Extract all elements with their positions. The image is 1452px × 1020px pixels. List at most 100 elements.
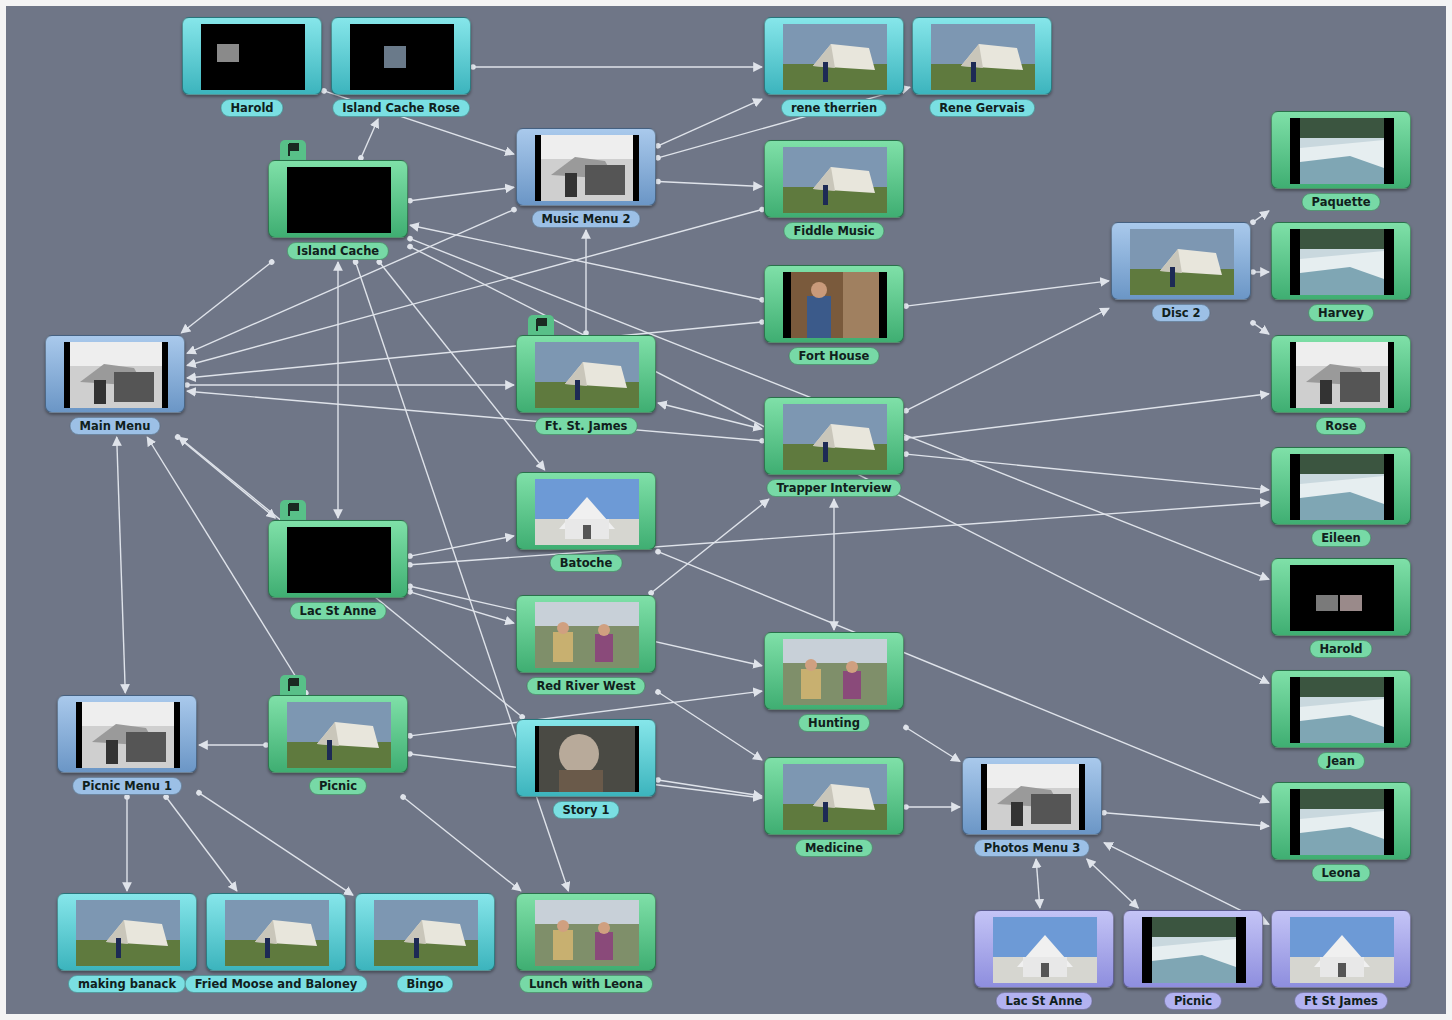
graph-tile: rene therrien xyxy=(764,17,904,117)
flag-tab xyxy=(280,140,306,160)
tile-frame xyxy=(912,17,1052,95)
thumbnail xyxy=(1290,342,1394,408)
tile-frame xyxy=(1271,335,1411,413)
link-arrow xyxy=(658,99,762,146)
tile-frame xyxy=(764,632,904,710)
graph-tile: making banack xyxy=(57,893,197,993)
tile-frame xyxy=(1111,222,1251,300)
link-arrow xyxy=(410,247,1269,684)
thumbnail xyxy=(535,135,639,201)
link-arrow xyxy=(410,536,514,556)
tile-label: Fried Moose and Baloney xyxy=(185,975,368,993)
graph-tile: Harold xyxy=(1271,558,1411,658)
thumbnail xyxy=(1290,565,1394,631)
thumbnail xyxy=(535,342,639,408)
link-arrow xyxy=(179,437,522,717)
link-arrow xyxy=(658,403,762,429)
tile-frame xyxy=(331,17,471,95)
graph-canvas: HaroldIsland Cache Roserene therrienRene… xyxy=(6,6,1446,1014)
link-arrow xyxy=(906,806,960,807)
thumbnail xyxy=(535,726,639,792)
link-arrow xyxy=(833,499,834,630)
link-arrow xyxy=(906,454,1269,490)
tile-label: Fiddle Music xyxy=(783,222,884,240)
tile-label: Harvey xyxy=(1308,304,1374,322)
thumbnail xyxy=(993,917,1097,983)
link-arrow xyxy=(410,592,514,623)
tile-label: Hunting xyxy=(798,714,870,732)
tile-frame xyxy=(764,17,904,95)
link-arrow xyxy=(473,66,762,67)
flag-tab xyxy=(280,675,306,695)
tile-label: Music Menu 2 xyxy=(532,210,641,228)
thumbnail xyxy=(1290,229,1394,295)
tile-label: Photos Menu 3 xyxy=(974,839,1090,857)
thumbnail xyxy=(76,900,180,966)
link-arrow xyxy=(187,391,762,441)
graph-tile: Batoche xyxy=(516,472,656,572)
link-arrow xyxy=(178,437,276,518)
thumbnail xyxy=(76,702,180,768)
link-arrow xyxy=(324,91,514,154)
thumbnail xyxy=(783,24,887,90)
graph-tile: Leona xyxy=(1271,782,1411,882)
tile-frame xyxy=(516,472,656,550)
graph-tile: Red River West xyxy=(516,595,656,695)
link-arrow xyxy=(906,281,1109,306)
tile-label: Bingo xyxy=(396,975,453,993)
tile-label: Red River West xyxy=(526,677,645,695)
link-arrow xyxy=(117,437,126,693)
graph-tile: Ft. St. James xyxy=(516,335,656,435)
graph-tile: Fiddle Music xyxy=(764,140,904,240)
tile-label: Picnic xyxy=(309,777,367,795)
thumbnail xyxy=(535,602,639,668)
link-arrow xyxy=(410,239,1269,580)
link-arrow xyxy=(1253,323,1269,334)
graph-tile: Eileen xyxy=(1271,447,1411,547)
graph-tile: Story 1 xyxy=(516,719,656,819)
tile-label: Lunch with Leona xyxy=(519,975,653,993)
tile-label: Fort House xyxy=(789,347,880,365)
link-arrow xyxy=(126,797,127,891)
thumbnail xyxy=(981,764,1085,830)
link-arrow xyxy=(658,182,762,187)
graph-tile: Jean xyxy=(1271,670,1411,770)
tile-frame xyxy=(764,397,904,475)
thumbnail xyxy=(1290,454,1394,520)
tile-frame xyxy=(764,265,904,343)
link-arrow xyxy=(906,728,960,762)
tile-label: Disc 2 xyxy=(1151,304,1210,322)
graph-tile: Disc 2 xyxy=(1111,222,1251,322)
tile-label: Lac St Anne xyxy=(290,602,387,620)
graph-tile: Picnic xyxy=(268,695,408,795)
thumbnail xyxy=(535,479,639,545)
tile-label: Harold xyxy=(220,99,283,117)
graph-tile: Rose xyxy=(1271,335,1411,435)
tile-frame xyxy=(516,893,656,971)
tile-label: Trapper Interview xyxy=(766,479,901,497)
connector-layer xyxy=(6,6,1446,1014)
link-arrow xyxy=(1087,859,1139,908)
tile-label: Picnic xyxy=(1164,992,1222,1010)
tile-label: Eileen xyxy=(1311,529,1371,547)
thumbnail xyxy=(1290,917,1394,983)
link-arrow xyxy=(199,744,266,745)
tile-label: Jean xyxy=(1317,752,1365,770)
graph-tile: Lunch with Leona xyxy=(516,893,656,993)
tile-frame xyxy=(516,719,656,797)
graph-tile: Fried Moose and Baloney xyxy=(206,893,346,993)
flag-tab xyxy=(280,500,306,520)
thumbnail xyxy=(1130,229,1234,295)
tile-label: rene therrien xyxy=(781,99,887,117)
thumbnail xyxy=(783,764,887,830)
link-arrow xyxy=(187,322,762,378)
tile-frame xyxy=(764,757,904,835)
thumbnail xyxy=(1290,789,1394,855)
graph-tile: Music Menu 2 xyxy=(516,128,656,228)
graph-tile: Fort House xyxy=(764,265,904,365)
graph-tile: Paquette xyxy=(1271,111,1411,211)
tile-frame xyxy=(516,595,656,673)
graph-tile: Harold xyxy=(182,17,322,117)
thumbnail xyxy=(374,900,478,966)
thumbnail xyxy=(287,527,391,593)
